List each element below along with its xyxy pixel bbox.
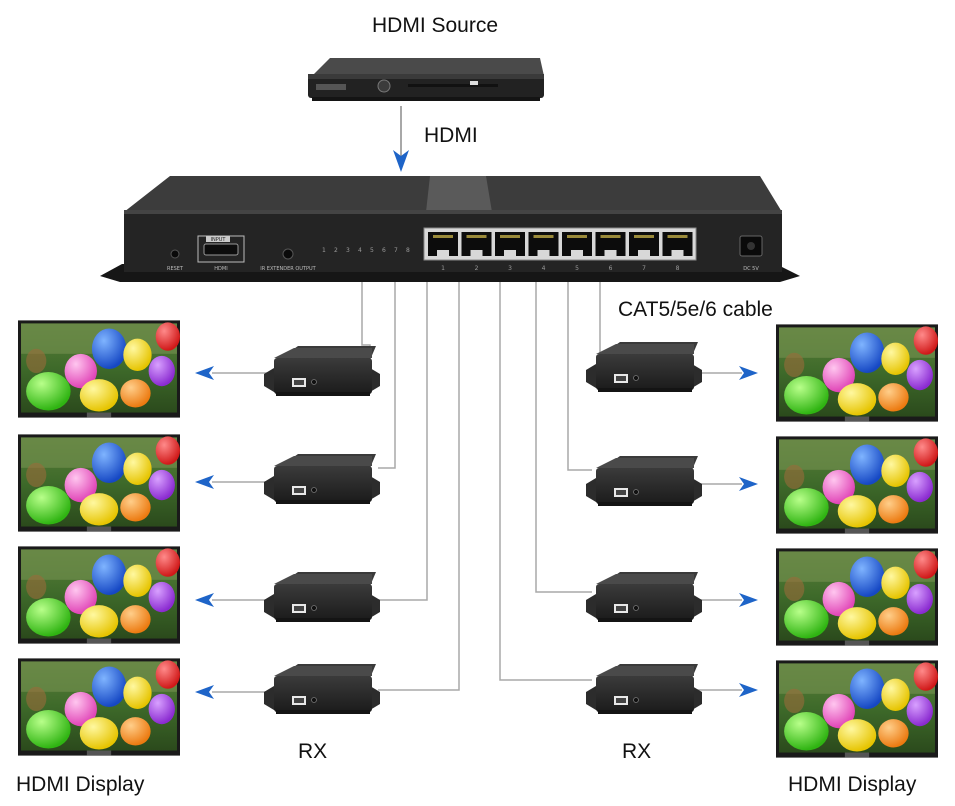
rx-label-right: RX bbox=[622, 740, 652, 763]
port-numbers: 1 2 3 4 5 6 7 8 bbox=[441, 265, 680, 272]
cable-right-4 bbox=[499, 280, 592, 681]
led-number-4: 4 bbox=[358, 247, 362, 254]
tag-dc: DC 5V bbox=[743, 266, 759, 272]
cable-left-1 bbox=[361, 280, 371, 356]
led-number-2: 2 bbox=[334, 247, 338, 254]
arrow-left-2 bbox=[195, 475, 214, 489]
rj45-port-6 bbox=[595, 232, 626, 256]
port-number-4: 4 bbox=[542, 265, 546, 272]
rx-receiver-left-2 bbox=[264, 454, 380, 505]
tag-hdmi: HDMI bbox=[214, 266, 227, 272]
rj45-port-7 bbox=[629, 232, 659, 256]
arrow-right-1 bbox=[739, 366, 758, 380]
hdmi-display-left-4 bbox=[18, 658, 180, 756]
rx-receiver-left-3 bbox=[264, 572, 380, 623]
rx-label-left: RX bbox=[298, 740, 328, 763]
port-number-6: 6 bbox=[609, 265, 613, 272]
display-label-left: HDMI Display bbox=[16, 773, 145, 796]
cable-right-3 bbox=[535, 280, 592, 593]
rj45-port-4 bbox=[528, 232, 559, 256]
led-number-7: 7 bbox=[394, 247, 398, 254]
rx-receivers-right bbox=[586, 342, 702, 715]
led-number-8: 8 bbox=[406, 247, 410, 254]
hdmi-label: HDMI bbox=[424, 124, 478, 147]
rx-receiver-right-1 bbox=[586, 342, 702, 393]
led-number-3: 3 bbox=[346, 247, 350, 254]
arrow-right-4 bbox=[739, 683, 758, 697]
display-label-right: HDMI Display bbox=[788, 773, 917, 796]
rj45-port-8 bbox=[662, 232, 693, 256]
port-number-2: 2 bbox=[475, 265, 479, 272]
arrow-hdmi-down bbox=[393, 150, 409, 172]
port-number-8: 8 bbox=[676, 265, 680, 272]
hdmi-display-right-2 bbox=[776, 436, 938, 534]
hdmi-display-right-4 bbox=[776, 660, 938, 758]
port-number-5: 5 bbox=[575, 265, 579, 272]
rx-receiver-right-2 bbox=[586, 456, 702, 507]
led-number-5: 5 bbox=[370, 247, 374, 254]
arrow-right-3 bbox=[739, 593, 758, 607]
rx-receiver-right-3 bbox=[586, 572, 702, 623]
tag-input: INPUT bbox=[211, 237, 227, 243]
source-label: HDMI Source bbox=[372, 14, 499, 37]
tag-reset: RESET bbox=[167, 266, 184, 272]
hdmi-source-device bbox=[308, 58, 544, 101]
led-indicators: 1 2 3 4 5 6 7 8 bbox=[322, 247, 410, 254]
hdmi-displays-right bbox=[776, 324, 938, 758]
rx-receiver-left-4 bbox=[264, 664, 380, 715]
hdmi-display-left-3 bbox=[18, 546, 180, 644]
cable-label: CAT5/5e/6 cable bbox=[618, 298, 773, 321]
arrow-left-4 bbox=[195, 685, 214, 699]
rx-receivers-left bbox=[264, 346, 380, 715]
hdmi-display-left-1 bbox=[18, 320, 180, 418]
rj45-port-3 bbox=[495, 232, 525, 256]
cable-left-3 bbox=[378, 280, 428, 601]
rj45-port-2 bbox=[461, 232, 492, 256]
port-number-7: 7 bbox=[642, 265, 646, 272]
rx-receiver-left-1 bbox=[264, 346, 380, 397]
led-number-1: 1 bbox=[322, 247, 326, 254]
port-number-3: 3 bbox=[508, 265, 512, 272]
cable-lines bbox=[212, 280, 742, 693]
signal-arrows bbox=[195, 106, 758, 699]
arrow-right-2 bbox=[739, 477, 758, 491]
arrow-left-3 bbox=[195, 593, 214, 607]
hdmi-displays-left bbox=[18, 320, 180, 756]
rj45-port-5 bbox=[562, 232, 592, 256]
hdmi-splitter: INPUT HDMI RESET IR EXTENDER OUTPUT 1 2 3 4… bbox=[100, 176, 800, 282]
cable-right-2 bbox=[567, 280, 592, 471]
tag-ir: IR EXTENDER OUTPUT bbox=[260, 266, 316, 272]
rx-receiver-right-4 bbox=[586, 664, 702, 715]
hdmi-display-right-1 bbox=[776, 324, 938, 422]
cable-left-2 bbox=[378, 280, 396, 469]
port-number-1: 1 bbox=[441, 265, 445, 272]
rj45-port-1 bbox=[428, 232, 458, 256]
arrow-left-1 bbox=[195, 366, 214, 380]
led-number-6: 6 bbox=[382, 247, 386, 254]
hdmi-display-right-3 bbox=[776, 548, 938, 646]
rj45-ports bbox=[428, 232, 693, 256]
hdmi-display-left-2 bbox=[18, 434, 180, 532]
cable-left-4 bbox=[378, 280, 460, 691]
